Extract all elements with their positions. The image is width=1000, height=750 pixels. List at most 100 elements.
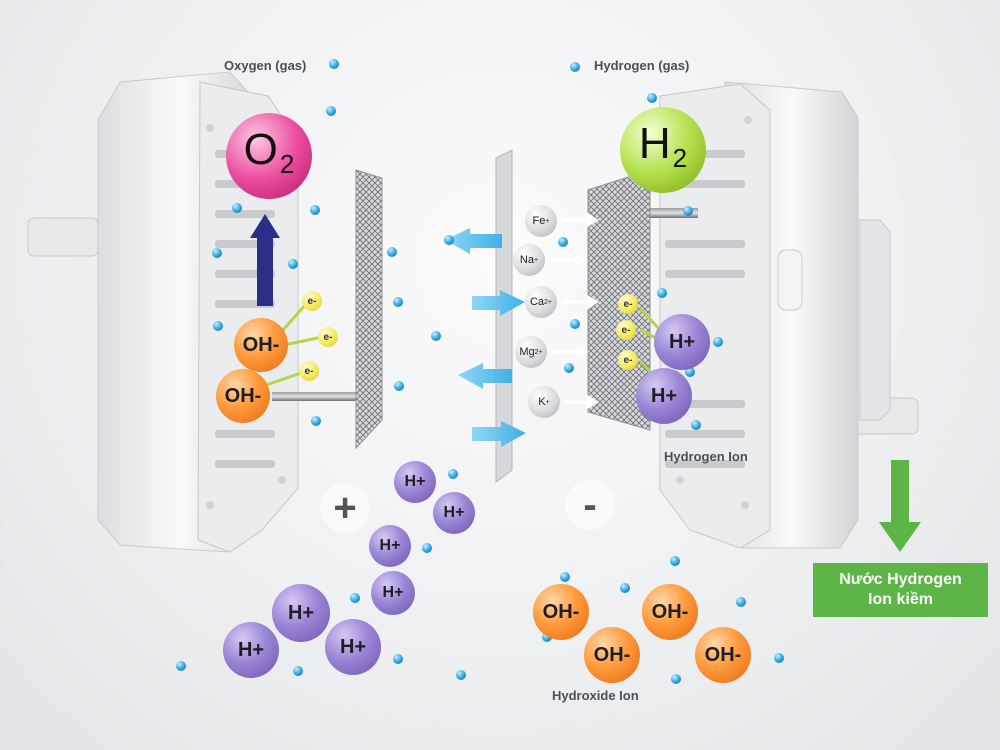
product-line-1: Nước Hydrogen: [839, 571, 962, 588]
mineral-charge: 2+: [534, 348, 543, 356]
hydrogen-symbol: H: [638, 119, 671, 168]
electron: e-: [618, 294, 638, 314]
hydrogen-subscript: 2: [672, 143, 688, 173]
flow-arrow-left: [445, 228, 502, 254]
hydrogen-ion: H+: [636, 368, 692, 424]
water-molecule: [444, 235, 454, 245]
hydroxide-ion: OH-: [533, 584, 589, 640]
mineral-charge: +: [533, 256, 539, 264]
anode-mesh: [355, 169, 383, 450]
mineral-symbol: Mg: [519, 346, 535, 358]
water-molecule: [350, 593, 360, 603]
hydrogen-ion: H+: [654, 314, 710, 370]
water-molecule: [213, 321, 223, 331]
hydrogen-ion: H+: [433, 492, 475, 534]
mineral-charge: 2+: [544, 298, 553, 306]
hydrogen-ion: H+: [369, 525, 411, 567]
anode-rod: [272, 392, 362, 401]
flow-arrow-right: [472, 421, 526, 447]
cathode-rod: [618, 208, 698, 218]
water-molecule: [431, 331, 441, 341]
oxygen-subscript: 2: [279, 149, 295, 179]
alkaline-hydrogen-water-label: Nước Hydrogen Ion kiềm: [813, 563, 988, 617]
water-molecule: [387, 247, 397, 257]
water-molecule: [393, 297, 403, 307]
water-molecule: [448, 469, 458, 479]
cathode-minus-sign: -: [565, 480, 615, 530]
water-molecule: [176, 661, 186, 671]
cathode-housing: [659, 81, 919, 549]
hydrogen-ion: H+: [272, 584, 330, 642]
hydroxide-ion: OH-: [642, 584, 698, 640]
water-molecule: [393, 654, 403, 664]
water-molecule: [212, 248, 222, 258]
water-molecule: [456, 670, 466, 680]
hydrogen-ion: H+: [394, 461, 436, 503]
hydroxide-ion-label: Hydroxide Ion: [552, 688, 639, 703]
water-molecule: [570, 62, 580, 72]
mineral-ion: Fe+: [525, 205, 557, 237]
water-molecule: [329, 59, 339, 69]
water-molecule: [570, 319, 580, 329]
water-molecule: [232, 203, 242, 213]
water-molecule: [293, 666, 303, 676]
product-line-2: Ion kiềm: [868, 591, 933, 608]
mineral-ion: Na+: [513, 244, 545, 276]
water-molecule: [685, 367, 695, 377]
water-molecule: [558, 237, 568, 247]
water-molecule: [288, 259, 298, 269]
oxygen-rise-arrow: [250, 214, 280, 306]
output-arrow: [879, 460, 921, 552]
water-molecule: [774, 653, 784, 663]
water-molecule: [394, 381, 404, 391]
anode-housing: [27, 71, 299, 553]
hydrogen-ion: H+: [325, 619, 381, 675]
water-molecule: [310, 205, 320, 215]
mineral-symbol: K: [538, 396, 546, 408]
water-molecule: [683, 206, 693, 216]
electron: e-: [299, 361, 319, 381]
water-molecule: [736, 597, 746, 607]
water-molecule: [691, 420, 701, 430]
ion-flow-arrows: [445, 228, 526, 447]
mineral-symbol: Fe: [532, 215, 546, 227]
hydroxide-ion: OH-: [216, 369, 270, 423]
mineral-symbol: Na: [519, 254, 534, 266]
electron: e-: [302, 291, 322, 311]
water-molecule: [713, 337, 723, 347]
water-molecule: [670, 556, 680, 566]
electron: e-: [318, 327, 338, 347]
hydroxide-ion: OH-: [234, 318, 288, 372]
anode-plus-sign: +: [320, 483, 370, 533]
hydrogen-ion: H+: [223, 622, 279, 678]
water-molecule: [657, 288, 667, 298]
hydrogen-ion-label: Hydrogen Ion: [664, 449, 748, 464]
water-molecule: [564, 363, 574, 373]
electron: e-: [616, 320, 636, 340]
hydrogen-ion: H+: [371, 571, 415, 615]
water-molecule: [422, 543, 432, 553]
mineral-charge: +: [545, 398, 550, 406]
mineral-ion: K+: [528, 386, 560, 418]
water-molecule: [326, 106, 336, 116]
water-molecule: [560, 572, 570, 582]
water-molecule: [671, 674, 681, 684]
flow-arrow-left: [458, 363, 512, 389]
flow-arrow-right: [472, 290, 525, 316]
water-molecule: [311, 416, 321, 426]
water-molecule: [620, 583, 630, 593]
oxygen-symbol: O: [243, 125, 278, 174]
water-molecule: [647, 93, 657, 103]
hydroxide-ion: OH-: [695, 627, 751, 683]
electron: e-: [618, 350, 638, 370]
oxygen-gas-label: Oxygen (gas): [224, 58, 307, 73]
mineral-symbol: Ca: [529, 296, 545, 308]
hydrogen-gas-label: Hydrogen (gas): [594, 58, 690, 73]
hydroxide-ion: OH-: [584, 627, 640, 683]
